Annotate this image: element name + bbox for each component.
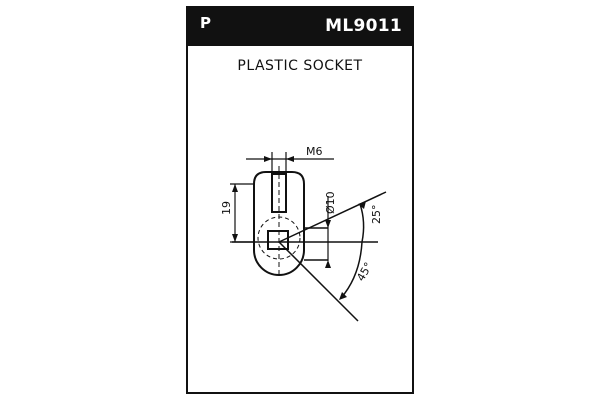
ball-circle bbox=[257, 216, 301, 260]
arrow-lower bbox=[339, 292, 347, 300]
part-number: ML9011 bbox=[325, 16, 402, 36]
thread-label: M6 bbox=[306, 145, 323, 158]
header-letter: P bbox=[200, 14, 211, 32]
m6-arrow-left bbox=[264, 156, 272, 162]
height-arrow-bottom bbox=[232, 234, 238, 242]
diagram-title: PLASTIC SOCKET bbox=[237, 58, 363, 74]
angle-arc-upper bbox=[359, 203, 365, 243]
angle-line-lower bbox=[278, 241, 359, 322]
height-label: 19 bbox=[220, 201, 233, 215]
height-arrow-top bbox=[232, 184, 238, 192]
ball-center-box bbox=[267, 230, 289, 250]
m6-arrow-right bbox=[286, 156, 294, 162]
arrow-upper bbox=[358, 201, 366, 209]
diameter-label: Ø10 bbox=[324, 191, 337, 214]
diameter-arrow-bottom bbox=[325, 260, 331, 268]
upper-angle-label: 25° bbox=[370, 205, 383, 225]
header-bar: P ML9011 bbox=[188, 6, 412, 46]
angle-line-upper bbox=[278, 191, 387, 243]
lower-angle-label: 45° bbox=[354, 260, 375, 283]
technical-drawing: M6 19 Ø10 25° 45° bbox=[220, 145, 387, 322]
socket-outline bbox=[253, 171, 305, 276]
diameter-arrow-top bbox=[325, 220, 331, 228]
product-card: P ML9011 PLASTIC SOCKET bbox=[186, 6, 414, 394]
